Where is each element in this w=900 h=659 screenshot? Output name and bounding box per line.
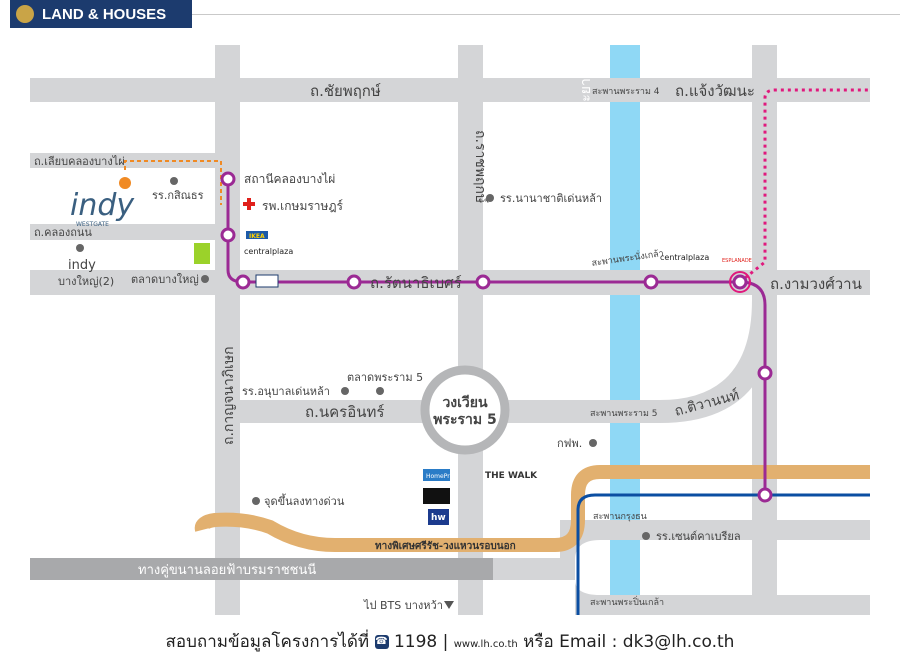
svg-text:WESTGATE: WESTGATE [76,221,109,228]
centralplaza-logo-2: centralplaza [660,253,709,262]
brand-name: LAND & HOUSES [42,5,167,23]
place-exp-entry: จุดขึ้นลงทางด่วน [264,493,345,508]
stations [220,171,773,503]
label-khlong-thanon: ถ.คลองถนน [34,226,92,239]
svg-text:IKEA: IKEA [249,233,265,240]
phone-icon: ☎ [374,635,389,649]
seal-icon [16,5,34,23]
hw-logo [428,509,449,525]
label-elevated: ทางคู่ขนานลอยฟ้าบรมราชชนนี [138,562,316,578]
place-school-kasin: รร.กสิณธร [152,189,204,202]
bridge-krungthon: สะพานกรุงธน [593,512,647,522]
bigc-logo [194,243,210,264]
header-divider [192,14,900,15]
road-khlong-thanon [30,224,215,240]
footer-web[interactable]: www.lh.co.th [453,639,518,650]
roundabout-label-2: พระราม 5 [433,412,497,428]
blue-line [576,493,870,615]
purple-line [226,178,767,495]
expressway-line [194,465,870,552]
station[interactable] [643,274,659,290]
footer-phone[interactable]: 1198 [393,632,438,652]
station[interactable] [757,487,773,503]
label-nakhon-in: ถ.นครอินทร์ [305,403,384,421]
contact-footer: สอบถามข้อมูลโครงการได้ที่ ☎ 1198 | www.l… [165,632,735,652]
place-market-rama5: ตลาดพระราม 5 [347,371,423,384]
station-interchange[interactable] [732,274,748,290]
svg-text:HomePro: HomePro [426,473,454,480]
road-kanchanaphisek [215,45,240,615]
centralplaza-logo: centralplaza [244,247,293,256]
station[interactable] [475,274,491,290]
road-ratchaphruek [458,45,483,615]
indy-logo: indy [70,188,135,223]
road-liap-khlong [30,153,215,168]
place-st-gabriel: รร.เซนต์คาเบรียล [656,530,741,543]
label-kanchanaphisek: ถ.กาญจนาภิเษก [221,346,237,445]
access-path [124,160,222,205]
bridge-rama4: สะพานพระราม 4 [592,87,660,97]
road-chaiyaphruek [30,78,870,102]
station[interactable] [346,274,362,290]
road-nakhon-in [240,295,777,423]
station[interactable] [235,274,251,290]
project-marker [119,177,131,189]
bridge-pinklao: สะพานพระปิ่นเกล้า [590,595,664,608]
station[interactable] [757,365,773,381]
hospital-icon [247,198,251,210]
place-indy2-sub: บางใหญ่(2) [58,275,114,288]
bridge-rama5: สะพานพระราม 5 [590,409,657,419]
label-liap-khlong: ถ.เลียบคลองบางไผ่ [34,155,125,168]
station-khlong-bang-phai[interactable] [220,171,236,187]
roundabout [420,365,510,455]
station[interactable] [220,227,236,243]
place-egat: กฟพ. [557,437,582,450]
footer-or: หรือ [523,632,554,652]
label-chaiyaphruek: ถ.ชัยพฤกษ์ [310,82,381,100]
thewalk-logo: THE WALK [485,471,538,481]
road-elevated-continuation [493,558,573,580]
homepro-logo [423,469,450,481]
place-school-anuban: รร.อนุบาลเด่นหล้า [242,385,330,398]
place-market-bangyai: ตลาดบางใหญ่ [131,273,199,286]
mrt-icon [255,274,279,288]
bts-direction: ไป BTS บางหว้า [363,599,443,612]
roundabout-label-1: วงเวียน [442,395,488,411]
svg-text:hw: hw [431,513,446,523]
place-station: สถานีคลองบางไผ่ [244,172,335,186]
roads [30,45,870,615]
place-indy2: indy [68,258,96,273]
place-hospital: รพ.เกษมราษฎร์ [262,199,344,213]
brand-logo: LAND & HOUSES [10,0,192,28]
ikea-logo [246,231,268,239]
label-expressway: ทางพิเศษศรีรัช-วงแหวนรอบนอก [375,540,516,552]
footer-email[interactable]: Email : dk3@lh.co.th [559,632,735,652]
label-rattanathibet: ถ.รัตนาธิเบศร์ [370,274,462,292]
down-arrow-icon [444,601,454,609]
pink-line [744,88,870,280]
esplanade-logo: ESPLANADE [722,258,752,264]
c-logo [423,488,450,504]
label-chaengwattana: ถ.แจ้งวัฒนะ [675,82,755,100]
label-river: แม่น้ำเจ้าพระยา [575,78,594,175]
label-ratchaphruek: ถ.ราชพฤกษ์ [472,130,489,204]
label-ngamwongwan: ถ.งามวงศ์วาน [770,275,862,293]
place-school-intl: รร.นานาชาติเด่นหล้า [500,192,602,205]
road-elevated [30,558,493,580]
footer-inquire: สอบถามข้อมูลโครงการได้ที่ [165,632,370,652]
